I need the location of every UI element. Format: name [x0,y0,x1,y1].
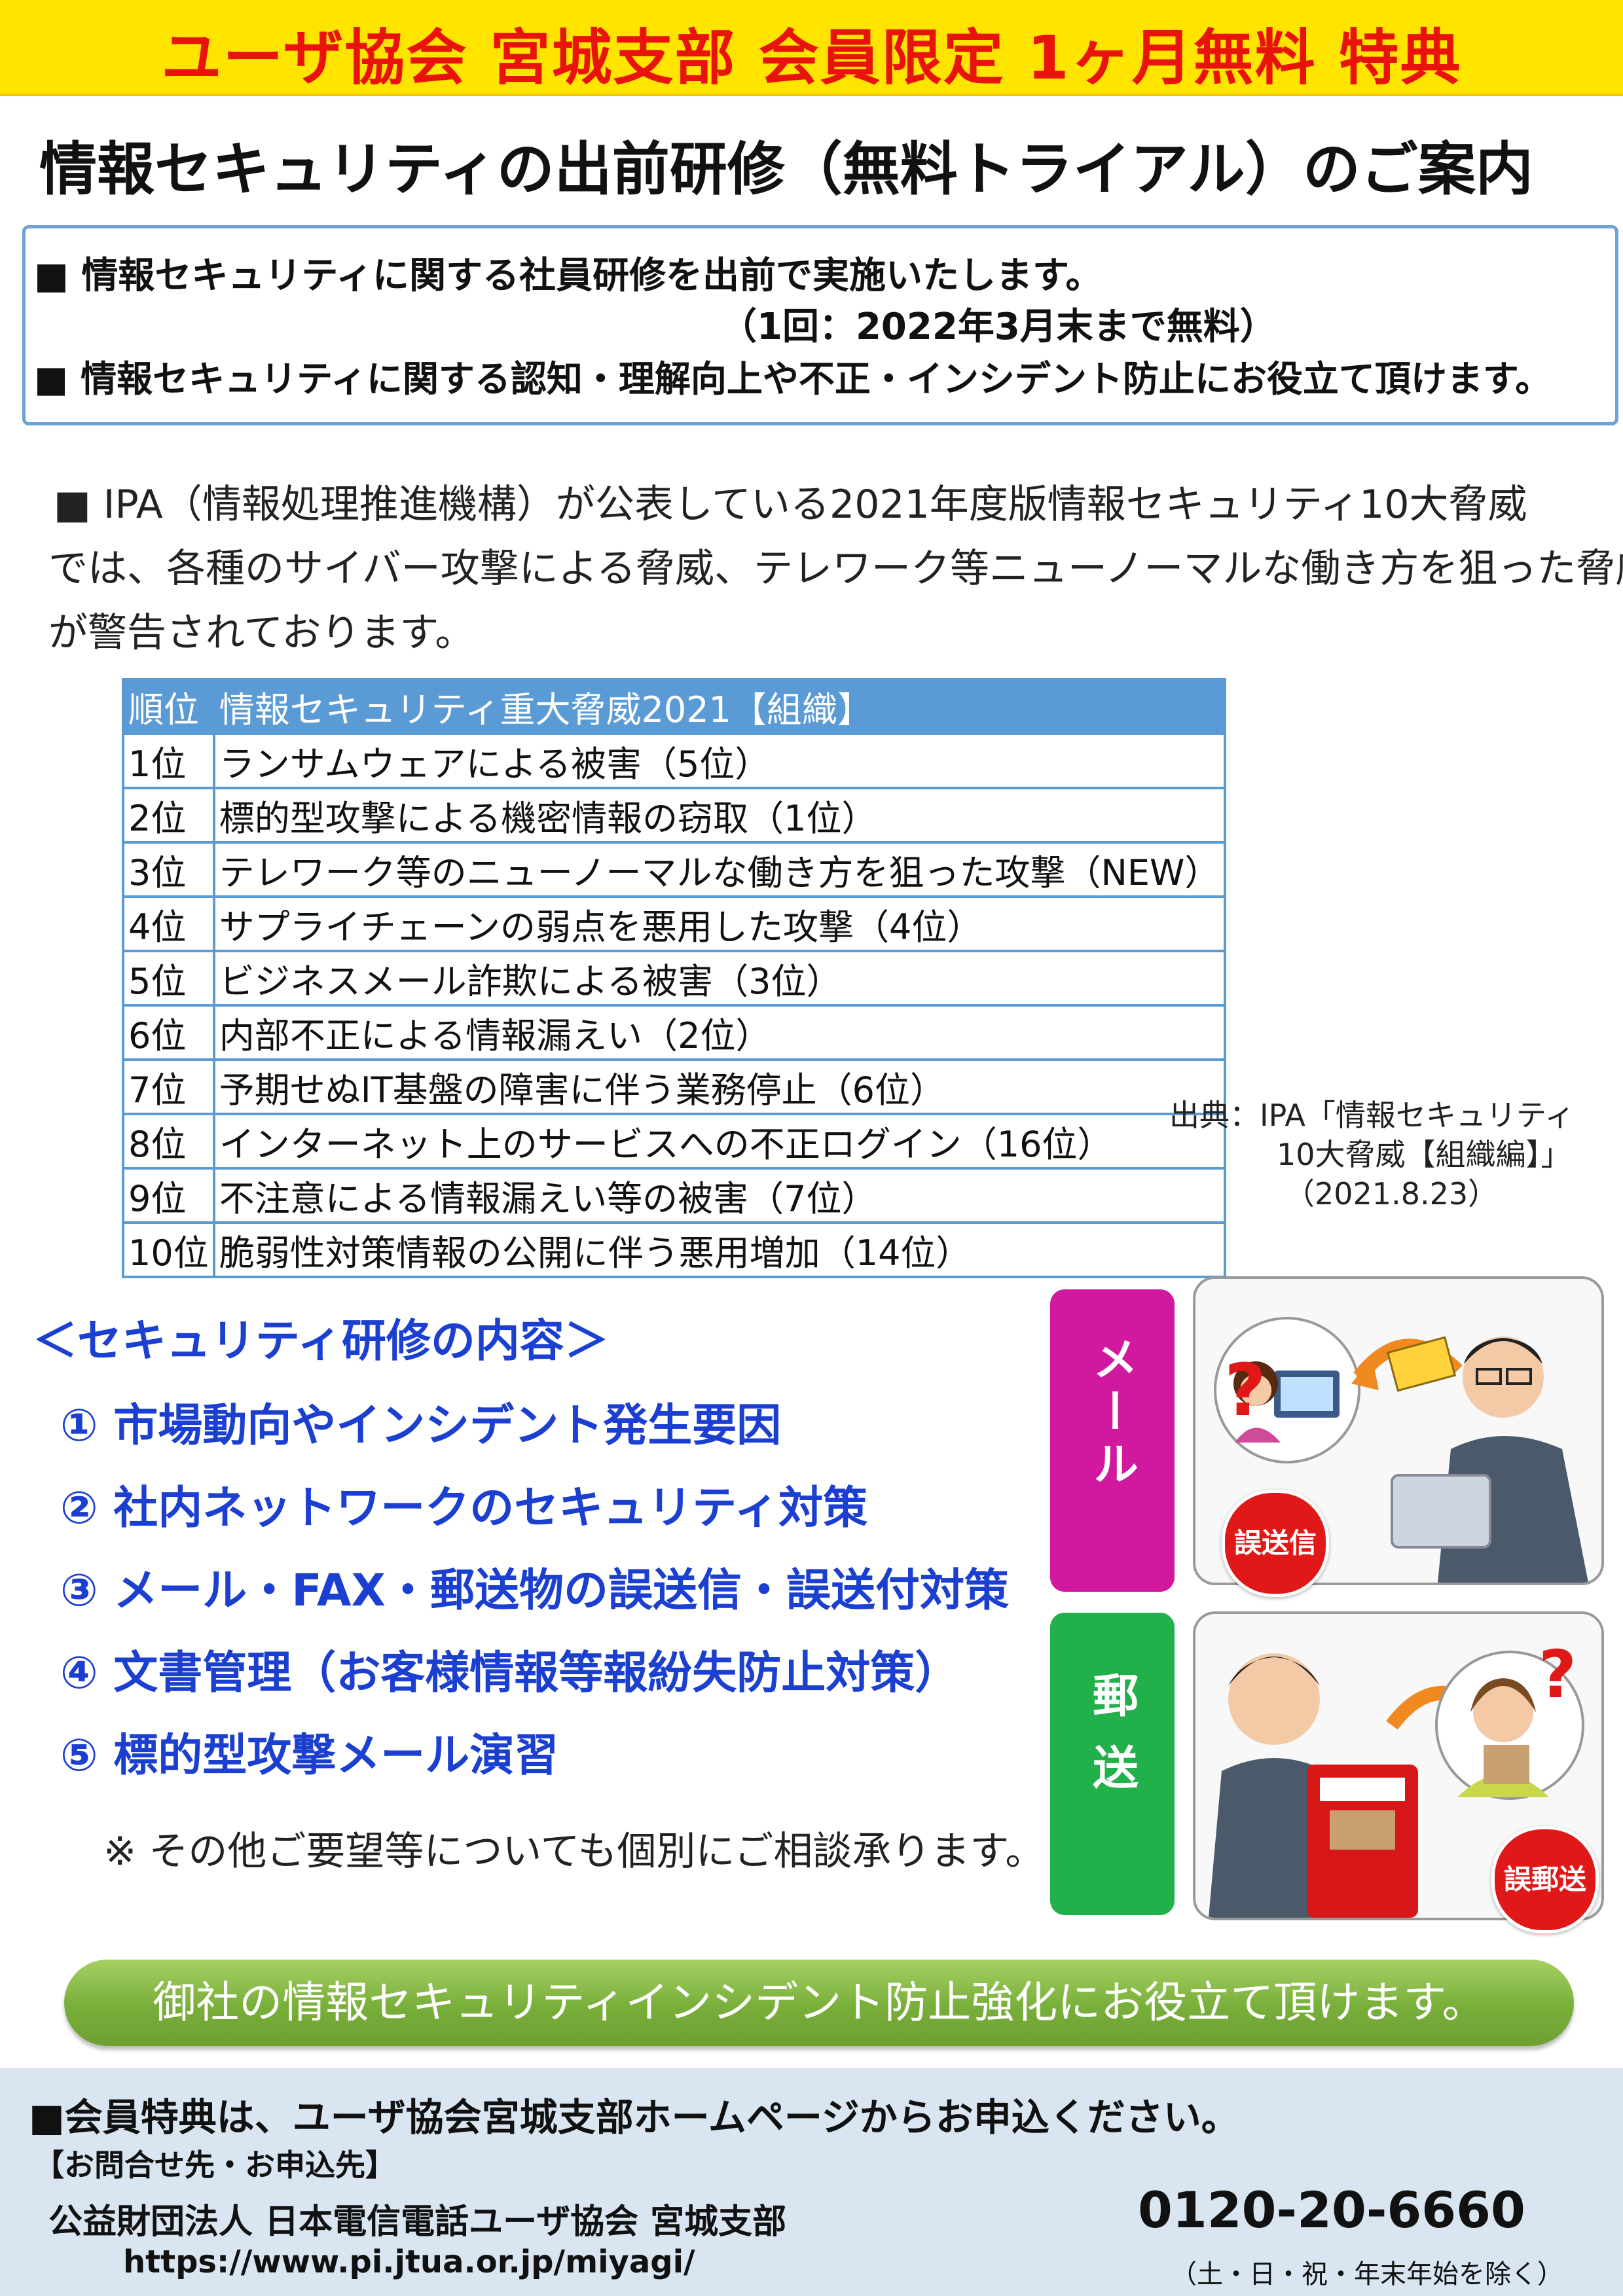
post-tab: 郵送 [1050,1613,1175,1915]
table-row: 2位標的型攻撃による機密情報の窃取（1位） [122,787,1227,844]
page-title: 情報セキュリティの出前研修（無料トライアル）のご案内 [39,135,1533,203]
table-row: 1位ランサムウェアによる被害（5位） [122,732,1227,789]
question-mark-icon: ? [1224,1348,1266,1432]
mail-tab-label: メール [1085,1335,1139,1492]
table-row: 7位予期せぬIT基盤の障害に伴う業務停止（6位） [122,1058,1227,1115]
organization-name: 公益財団法人 日本電信電話ユーザ協会 宮城支部 [48,2202,787,2242]
source-line-1: 出典：IPA「情報セキュリティ [1169,1098,1575,1133]
table-row: 10位脆弱性対策情報の公開に伴う悪用増加（14位） [122,1221,1227,1278]
paragraph-line-3: が警告されております。 [48,610,475,656]
mail-scene-icon [1214,1317,1588,1583]
benefit-pill: 御社の情報セキュリティインシデント防止強化にお役立て頂けます。 [64,1960,1574,2046]
question-mark-icon: ? [1539,1636,1577,1713]
rank-cell: 10位 [122,1221,215,1278]
contact-label: 【お問合せ先・お申込先】 [34,2147,395,2183]
post-scene-icon [1209,1651,1584,1918]
threat-cell: ランサムウェアによる被害（5位） [212,732,1227,789]
table-row: 5位ビジネスメール詐欺による被害（3位） [122,950,1227,1007]
phone-note: （土・日・祝・年末年始を除く） [1171,2259,1563,2289]
rank-cell: 2位 [122,787,215,844]
content-item-5: ⑤ 標的型攻撃メール演習 [60,1730,559,1782]
rank-cell: 5位 [122,950,215,1007]
threat-cell: 内部不正による情報漏えい（2位） [212,1004,1227,1061]
threat-cell: サプライチェーンの弱点を悪用した攻撃（4位） [212,895,1227,952]
table-row: 6位内部不正による情報漏えい（2位） [122,1004,1227,1061]
intro-line-1: ■ 情報セキュリティに関する社員研修を出前で実施いたします。 [34,255,1103,297]
mail-tab: メール [1050,1289,1175,1592]
table-row: 8位インターネット上のサービスへの不正ログイン（16位） [122,1113,1227,1170]
website-link[interactable]: https://www.pi.jtua.or.jp/miyagi/ [123,2244,695,2280]
table-header-row: 順位 情報セキュリティ重大脅威2021【組織】 [122,678,1227,735]
content-item-1: ① 市場動向やインシデント発生要因 [60,1400,782,1452]
banner-text: ユーザ協会 宮城支部 会員限定 1ヶ月無料 特典 [161,23,1462,93]
threat-cell: テレワーク等のニューノーマルな働き方を狙った攻撃（NEW） [212,841,1227,898]
source-line-2: 10大脅威【組織編】」 [1277,1137,1571,1172]
post-error-badge: 誤郵送 [1491,1826,1599,1933]
threat-cell: ビジネスメール詐欺による被害（3位） [212,950,1227,1007]
source-line-3: （2021.8.23） [1285,1176,1499,1211]
threat-cell: 標的型攻撃による機密情報の窃取（1位） [212,787,1227,844]
footer [0,2068,1623,2296]
threat-cell: 不注意による情報漏えい等の被害（7位） [212,1167,1227,1224]
table-row: 4位サプライチェーンの弱点を悪用した攻撃（4位） [122,895,1227,952]
note-text: ※ その他ご要望等についても個別にご相談承ります。 [103,1829,1045,1874]
rank-cell: 9位 [122,1167,215,1224]
content-item-4: ④ 文書管理（お客様情報等報紛失防止対策） [60,1647,960,1699]
header-rank: 順位 [122,678,215,735]
header-threat: 情報セキュリティ重大脅威2021【組織】 [212,678,1227,735]
apply-text: ■会員特典は、ユーザ協会宮城支部ホームページからお申込ください。 [29,2095,1239,2140]
intro-line-3: ■ 情報セキュリティに関する認知・理解向上や不正・インシデント防止にお役立て頂け… [34,358,1552,400]
rank-cell: 4位 [122,895,215,952]
top-banner [0,0,1623,96]
post-tab-label: 郵送 [1085,1672,1139,1816]
rank-cell: 1位 [122,732,215,789]
mail-error-badge: 誤送信 [1222,1490,1329,1597]
rank-cell: 3位 [122,841,215,898]
threat-cell: インターネット上のサービスへの不正ログイン（16位） [212,1113,1227,1170]
rank-cell: 6位 [122,1004,215,1061]
table-row: 9位不注意による情報漏えい等の被害（7位） [122,1167,1227,1224]
intro-box [22,225,1618,425]
rank-cell: 8位 [122,1113,215,1170]
content-item-2: ② 社内ネットワークのセキュリティ対策 [60,1482,868,1534]
paragraph-line-2: では、各種のサイバー攻撃による脅威、テレワーク等ニューノーマルな働き方を狙った脅… [48,546,1623,592]
paragraph-line-1: ■ IPA（情報処理推進機構）が公表している2021年度版情報セキュリティ10大… [54,482,1527,528]
phone-number[interactable]: 0120-20-6660 [1138,2181,1525,2239]
content-item-3: ③ メール・FAX・郵送物の誤送信・誤送付対策 [60,1565,1009,1617]
intro-line-2: （1回：2022年3月末まで無料） [720,306,1277,348]
threat-ranking-table: 順位 情報セキュリティ重大脅威2021【組織】 1位ランサムウェアによる被害（5… [122,678,1227,1278]
contents-title: ＜セキュリティ研修の内容＞ [33,1316,609,1367]
threat-cell: 脆弱性対策情報の公開に伴う悪用増加（14位） [212,1221,1227,1278]
rank-cell: 7位 [122,1058,215,1115]
threat-cell: 予期せぬIT基盤の障害に伴う業務停止（6位） [212,1058,1227,1115]
table-row: 3位テレワーク等のニューノーマルな働き方を狙った攻撃（NEW） [122,841,1227,898]
